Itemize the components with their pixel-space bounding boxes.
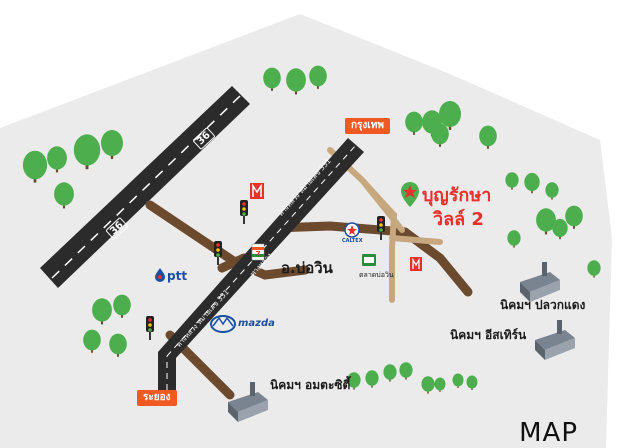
tree-icon [47,146,67,173]
market-label: ตลาดบ่อวิน [359,271,394,279]
mazda-icon [210,315,236,333]
factory-icon [535,320,575,360]
direction-bangkok-sign: กรุงเทพ [345,118,390,134]
tree-icon [421,376,435,394]
tree-icon [73,134,101,170]
tree-icon [587,260,601,278]
tree-icon [101,130,123,159]
tree-icon [22,150,48,183]
highway-36 [40,86,250,288]
ptt-icon [155,268,165,282]
tree-icon [405,111,423,135]
trees-layer [22,65,601,394]
tree-icon [507,230,521,248]
estate-eastern-label: นิคมฯ อีสเทิร์น [450,328,527,342]
market-icon [362,254,376,266]
svg-text:7: 7 [256,250,261,258]
project-name-line2: วิลล์ 2 [433,209,484,230]
tan-roads [327,147,443,303]
tree-icon [479,125,497,149]
ptt-label: ptt [167,269,188,283]
tree-icon [83,329,101,353]
tree-icon [347,372,361,390]
factory-icon [520,262,560,302]
traffic-light-icon [214,241,222,265]
location-pin-icon [401,182,419,207]
tree-icon [439,101,461,130]
tree-icon [536,208,556,235]
traffic-lights-layer [146,200,385,340]
caltex-icon [344,222,360,238]
district-label: อ.บ่อวิน [281,259,333,277]
factory-icon [228,382,268,422]
tree-icon [92,298,112,325]
map-title: MAP [519,418,578,448]
tree-icon [383,364,397,382]
tree-icon [54,182,74,209]
7-eleven-icon: 7 [251,243,265,261]
factories-layer [228,262,575,422]
tree-icon [263,67,281,91]
tree-icon [286,68,306,95]
tree-icon [399,362,413,380]
tree-icon [545,182,559,200]
tree-icon [565,205,583,229]
tree-icon [505,172,519,190]
tree-icon [524,172,540,194]
tree-icon [452,373,464,388]
tree-icon [309,65,327,89]
tree-icon [434,377,446,392]
mazda-label: mazda [238,318,275,329]
caltex-label: CALTEX [342,238,363,244]
tree-icon [466,375,478,390]
estate-pluak-daeng-label: นิคมฯ ปลวกแดง [500,298,586,312]
highway-331 [158,138,364,392]
direction-rayong-sign: ระยอง [137,390,177,406]
makro-icon [250,183,422,271]
tree-icon [109,333,127,357]
traffic-light-icon [146,316,154,340]
tree-icon [431,123,449,147]
tree-icon [552,218,568,240]
tree-icon [113,294,131,318]
tree-icon [365,370,379,388]
traffic-light-icon [377,216,385,240]
traffic-light-icon [240,200,248,224]
project-name-line1: บุญรักษา [422,185,492,206]
estate-amata-label: นิคมฯ อมตะซิตี้ [270,378,351,392]
